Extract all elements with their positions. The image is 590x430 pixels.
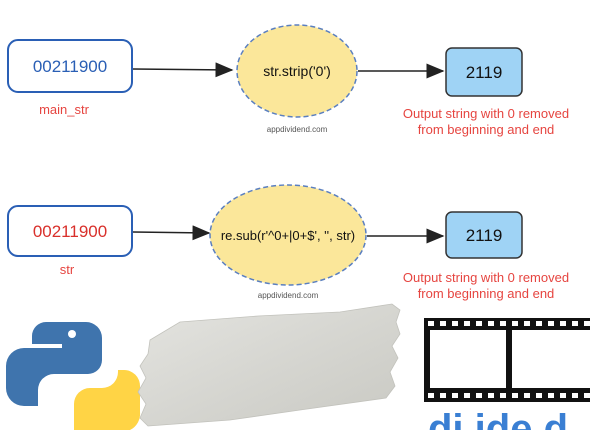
output-value-1: 2119 xyxy=(466,63,503,82)
arrow-2a xyxy=(132,225,211,241)
function-ellipse-1 xyxy=(236,24,358,118)
input-label-1: main_str xyxy=(39,102,90,117)
input-value-1: 00211900 xyxy=(33,57,107,76)
diagram-1: 00211900 main_str str.strip('0') appdivi… xyxy=(7,24,569,137)
output-caption-2b: from beginning and end xyxy=(418,286,555,301)
function-text-1: str.strip('0') xyxy=(263,63,331,79)
watermark-2: appdividend.com xyxy=(258,291,319,300)
function-ellipse-2 xyxy=(209,184,367,286)
output-caption-1a: Output string with 0 removed xyxy=(403,106,569,121)
input-label-2: str xyxy=(60,262,75,277)
input-box-2 xyxy=(7,205,133,257)
function-text-2: re.sub(r'^0+|0+$', '', str) xyxy=(221,228,355,243)
arrow-1a xyxy=(132,62,234,78)
input-value-2: 00211900 xyxy=(33,222,107,241)
masking-tape-decoration xyxy=(137,303,401,427)
output-box-1 xyxy=(445,47,523,97)
output-box-2 xyxy=(445,211,523,259)
bottom-partial-text: di ide d xyxy=(428,407,568,430)
output-caption-2a: Output string with 0 removed xyxy=(403,270,569,285)
output-caption-1b: from beginning and end xyxy=(418,122,555,137)
input-box-1 xyxy=(7,39,133,93)
film-strip-icon xyxy=(424,318,590,402)
output-value-2: 2119 xyxy=(466,226,503,245)
python-logo-icon xyxy=(6,322,141,430)
watermark-1: appdividend.com xyxy=(267,125,328,134)
diagram-2: 00211900 str re.sub(r'^0+|0+$', '', str)… xyxy=(7,184,569,301)
